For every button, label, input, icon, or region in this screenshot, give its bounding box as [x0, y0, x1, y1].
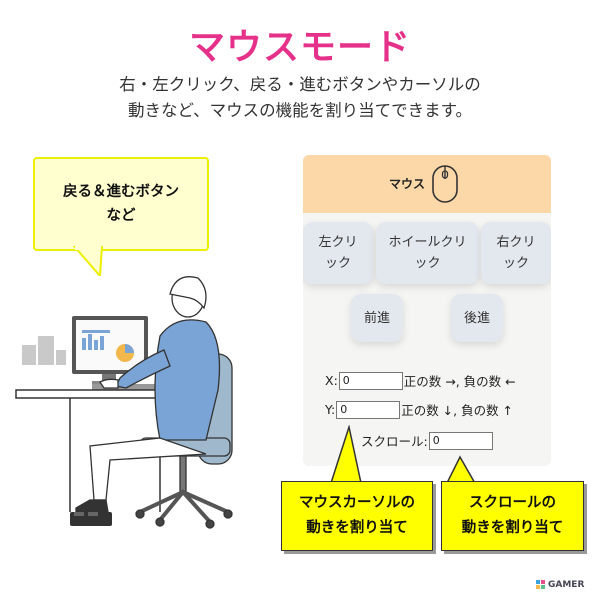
panel-header: マウス — [303, 155, 551, 213]
monitor-icon — [72, 316, 148, 385]
scroll-callout-pointer — [445, 455, 477, 485]
x-axis-hint: 正の数 →, 負の数 ← — [403, 374, 516, 389]
y-axis-hint: 正の数 ↓, 負の数 ↑ — [401, 403, 514, 418]
scroll-callout: スクロールの 動きを割り当て — [441, 481, 584, 551]
page-subtitle: 右・左クリック、戻る・進むボタンやカーソルの 動きなど、マウスの機能を割り当てで… — [0, 72, 600, 124]
cursor-callout-line-1: マウスカーソルの — [299, 495, 415, 511]
left-click-label-1: 左クリ — [318, 235, 358, 250]
bubble-line-1: 戻る＆進むボタン — [63, 184, 179, 200]
wheel-click-button[interactable]: ホイールクリ ック — [376, 222, 479, 284]
scroll-callout-line-2: 動きを割り当て — [461, 520, 564, 536]
bubble-tail — [72, 246, 104, 276]
scroll-label: スクロール: — [361, 434, 428, 449]
y-axis-row: Y: 正の数 ↓, 負の数 ↑ — [325, 400, 513, 419]
bubble-line-2: など — [106, 208, 136, 224]
x-axis-row: X: 正の数 →, 負の数 ← — [325, 371, 516, 390]
x-axis-input[interactable] — [338, 371, 403, 390]
left-click-button[interactable]: 左クリ ック — [303, 222, 373, 284]
right-click-label-2: ック — [502, 256, 529, 271]
page-title: マウスモード — [188, 27, 411, 68]
y-axis-label: Y: — [325, 402, 336, 417]
cursor-callout-line-2: 動きを割り当て — [306, 520, 408, 536]
cursor-callout-pointer — [329, 425, 362, 484]
right-click-label-1: 右クリ — [496, 235, 536, 250]
wheel-click-label-2: ック — [414, 256, 441, 271]
left-click-label-2: ック — [324, 256, 351, 271]
scroll-callout-line-1: スクロールの — [469, 495, 556, 511]
office-worker-illustration — [15, 276, 233, 529]
gamer-logo-icon — [536, 580, 545, 589]
back-button[interactable]: 後進 — [451, 294, 503, 342]
subtitle-line-2: 動きなど、マウスの機能を割り当てできます。 — [127, 101, 473, 120]
subtitle-line-1: 右・左クリック、戻る・進むボタンやカーソルの — [119, 75, 481, 94]
scroll-input[interactable] — [428, 431, 493, 450]
y-axis-input[interactable] — [336, 400, 401, 419]
woman-figure — [75, 276, 221, 517]
speech-bubble: 戻る＆進むボタン など — [33, 157, 209, 251]
right-click-button[interactable]: 右クリ ック — [481, 222, 551, 284]
buildings-icon — [22, 336, 66, 365]
watermark: GAMER — [536, 580, 584, 590]
wheel-click-label-1: ホイールクリ — [388, 235, 467, 250]
mouse-mode-panel: マウス 左クリ ック ホイールクリ ック 右クリ ック 前進 後進 X: 正の数… — [303, 155, 551, 466]
cursor-callout: マウスカーソルの 動きを割り当て — [281, 481, 433, 551]
x-axis-label: X: — [325, 373, 338, 388]
mouse-icon — [432, 165, 458, 203]
panel-header-label: マウス — [389, 177, 426, 191]
scroll-row: スクロール: — [361, 431, 493, 450]
watermark-text: GAMER — [548, 580, 585, 590]
forward-button[interactable]: 前進 — [351, 294, 403, 342]
foot-pedal-icon — [70, 512, 112, 526]
